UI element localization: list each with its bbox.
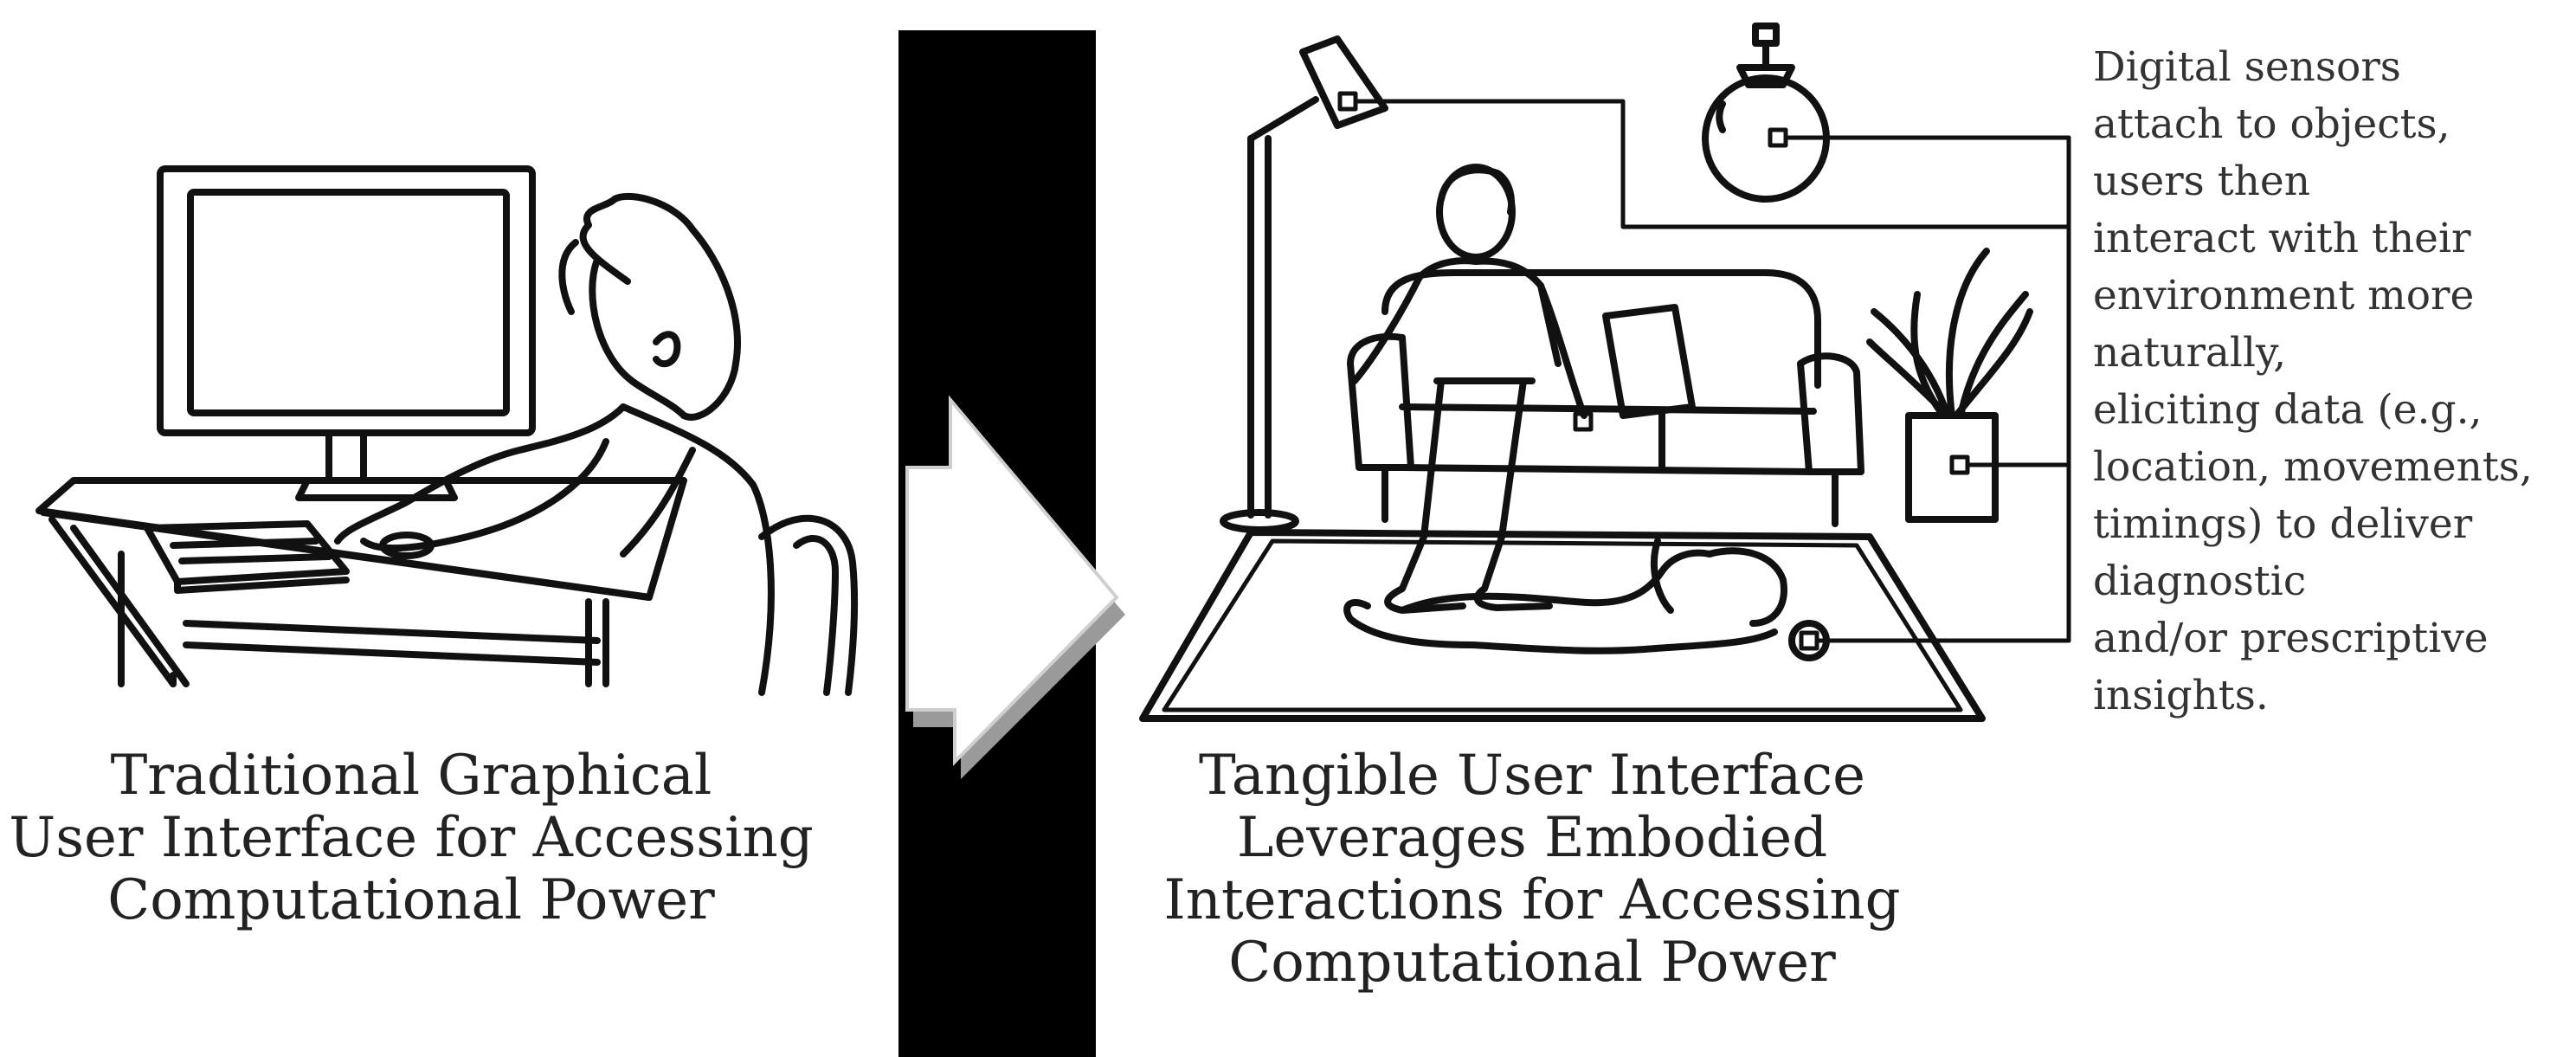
- gui-caption: Traditional Graphical User Interface for…: [0, 744, 822, 931]
- pendant-light-drawing: [1702, 23, 1830, 203]
- sensor-connector-lines: [1353, 99, 2071, 643]
- tui-caption-line: Tangible User Interface: [1198, 744, 1866, 808]
- sensor-description: Digital sensors attach to objects, users…: [2093, 39, 2533, 725]
- sensor-description-line: naturally,: [2093, 329, 2287, 377]
- sensor-description-line: interact with their: [2093, 215, 2471, 262]
- gui-caption-line: Traditional Graphical: [110, 744, 712, 808]
- sensor-description-line: insights.: [2093, 672, 2269, 719]
- desk-drawing: [35, 477, 687, 687]
- keyboard-drawing: [144, 520, 350, 594]
- sensor-description-line: location, movements,: [2093, 443, 2533, 491]
- person-at-computer-drawing: [334, 192, 859, 696]
- tui-caption-line: Interactions for Accessing: [1163, 868, 1901, 932]
- sensor-description-line: environment more: [2093, 272, 2475, 319]
- dog-drawing: [1343, 538, 1830, 661]
- tui-caption-line: Leverages Embodied: [1236, 806, 1828, 870]
- gui-caption-line: User Interface for Accessing: [9, 806, 814, 870]
- sensor-description-line: users then: [2093, 158, 2310, 205]
- tui-caption: Tangible User Interface Leverages Embodi…: [1151, 744, 1913, 994]
- sensor-description-line: attach to objects,: [2093, 100, 2450, 148]
- sensor-description-line: diagnostic: [2093, 558, 2307, 605]
- living-room-illustration: [1139, 23, 2033, 722]
- sensor-description-line: timings) to deliver: [2093, 500, 2473, 548]
- sofa-drawing: [1347, 269, 1864, 527]
- sensor-description-line: Digital sensors: [2093, 43, 2401, 91]
- potted-plant-drawing: [1866, 248, 2033, 523]
- sensor-description-line: and/or prescriptive: [2093, 615, 2489, 662]
- rug-drawing: [1139, 529, 1986, 722]
- sensor-description-line: eliciting data (e.g.,: [2093, 386, 2483, 434]
- desktop-scene-illustration: [35, 165, 859, 696]
- transition-arrow: [905, 395, 1125, 779]
- monitor-drawing: [157, 165, 536, 501]
- gui-caption-line: Computational Power: [107, 868, 715, 932]
- tui-caption-line: Computational Power: [1228, 931, 1836, 995]
